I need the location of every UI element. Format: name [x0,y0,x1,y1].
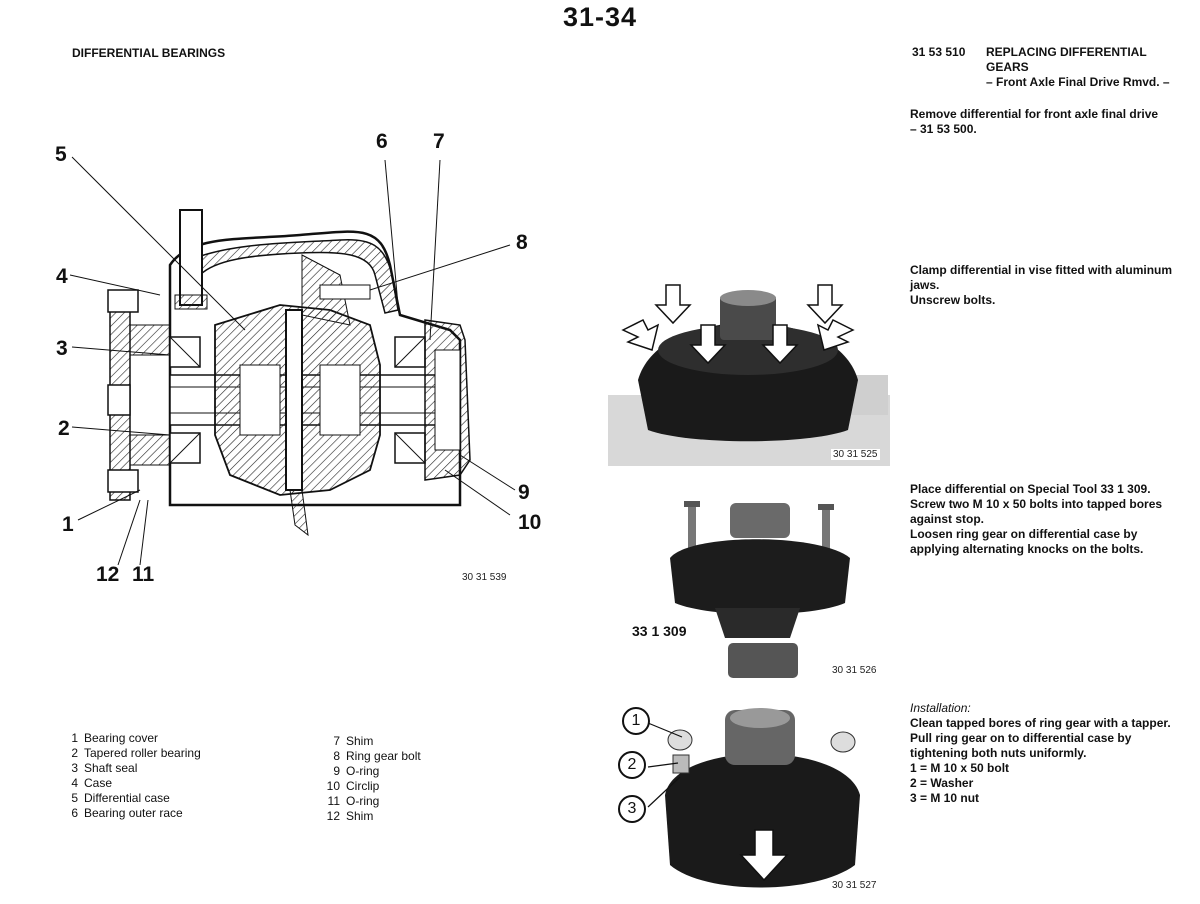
diagram-callout-1: 1 [62,513,74,536]
procedure-title: REPLACING DIFFERENTIAL GEARS – Front Axl… [986,45,1170,90]
special-tool-label: 33 1 309 [632,623,687,639]
diagram-callout-11: 11 [132,563,155,586]
diagram-callout-3: 3 [56,337,68,360]
procedure-code: 31 53 510 [912,45,966,59]
installation-leader-lines [647,722,683,808]
photo1-code: 30 31 525 [831,449,880,460]
photo-ring-gear-installation [655,700,865,896]
installation-callout-3: 3 [618,795,646,823]
photo2-code: 30 31 526 [832,665,877,676]
procedure-title-line2: GEARS [986,60,1029,74]
procedure-title-line1: REPLACING DIFFERENTIAL [986,45,1147,59]
diagram-callout-8: 8 [516,231,528,254]
step3-text: Installation: Clean tapped bores of ring… [910,701,1171,805]
step1-text: Clamp differential in vise fitted with a… [910,263,1173,307]
photo-differential-on-special-tool [650,498,865,680]
procedure-subtitle: – Front Axle Final Drive Rmvd. – [986,75,1170,89]
installation-callout-1: 1 [622,707,650,735]
diagram-callout-9: 9 [518,481,530,504]
installation-callout-2: 2 [618,751,646,779]
photo3-code: 30 31 527 [832,880,877,891]
diagram-callout-5: 5 [55,143,67,166]
diagram-callout-2: 2 [58,417,70,440]
photo-differential-in-vise [608,270,890,466]
intro-text: Remove differential for front axle final… [910,107,1159,136]
diagram-callout-4: 4 [56,265,68,288]
page-number: 31-34 [562,2,638,32]
diagram-callout-12: 12 [96,563,120,586]
diagram-callout-10: 10 [518,511,542,534]
section-title: DIFFERENTIAL BEARINGS [72,46,226,60]
installation-heading: Installation: [910,701,971,715]
diagram-code: 30 31 539 [462,572,507,583]
diagram-callout-7: 7 [433,130,445,153]
diagram-callout-6: 6 [376,130,388,153]
step2-text: Place differential on Special Tool 33 1 … [910,482,1163,556]
differential-cross-section-diagram [69,156,516,566]
